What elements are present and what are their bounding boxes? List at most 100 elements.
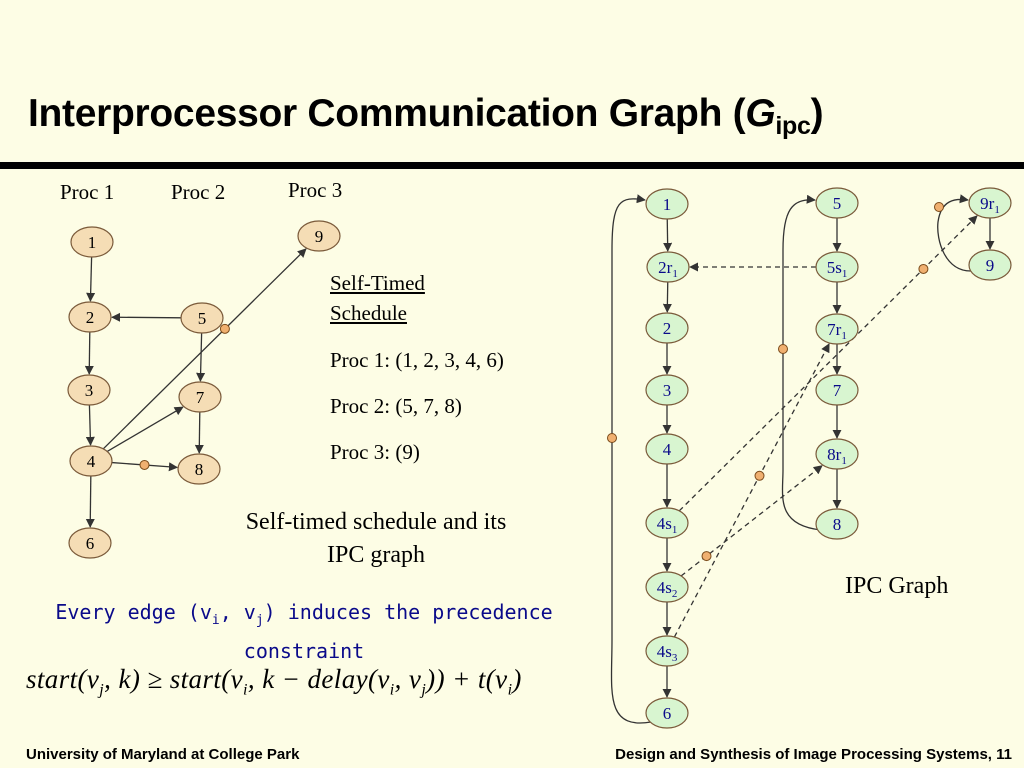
ipc-graph-caption: IPC Graph [845, 573, 949, 599]
precedence-mid: , v [219, 600, 256, 624]
node-ipc-6: 6 [645, 697, 689, 729]
node-label-sub: 1 [842, 268, 848, 280]
precedence-sub-i: i [211, 613, 220, 628]
node-ipc-7: 7 [815, 374, 859, 406]
node-ipc-4: 4 [645, 433, 689, 465]
node-label: 1 [88, 233, 97, 252]
ipc-edge-c4s2-c8r1 [680, 465, 823, 577]
schedule-heading-2: Schedule [330, 301, 407, 325]
sdf-edge-4-6 [85, 475, 95, 528]
node-shape [815, 251, 859, 283]
node-sdf-9: 9 [297, 220, 341, 252]
formula-s5: i [507, 681, 513, 699]
schedule-proc3: Proc 3: (9) [330, 440, 420, 464]
ipc-edge-c4s3-c7r1-delay-token [754, 470, 765, 481]
proc-label-3: Proc 3 [288, 178, 343, 202]
node-ipc-3: 3 [645, 374, 689, 406]
node-sdf-7: 7 [178, 381, 222, 413]
node-ipc-5s1: 5s1 [815, 251, 859, 283]
formula-s4: j [421, 681, 427, 699]
node-shape [69, 445, 113, 477]
node-shape [70, 226, 114, 258]
node-label: 2 [663, 319, 672, 338]
formula-d: , v [394, 664, 422, 694]
node-sdf-5: 5 [180, 302, 224, 334]
node-ipc-8: 8 [815, 508, 859, 540]
node-label-sub: 1 [994, 204, 1000, 216]
node-ipc-2: 2 [645, 312, 689, 344]
node-shape [815, 374, 859, 406]
ipc-loop-proc3-delay-token [934, 202, 944, 212]
node-label-sub: 1 [841, 455, 847, 467]
node-ipc-1: 1 [645, 188, 689, 220]
node-sdf-3: 3 [67, 374, 111, 406]
node-label-sub: 1 [672, 524, 678, 536]
ipc-loop-proc1-delay-token [607, 433, 617, 443]
sdf-edge-4-8-delay-token [139, 459, 150, 470]
precedence-post: ) induces the precedence constraint [243, 600, 553, 663]
title-italic: G [745, 92, 776, 135]
ipc-edge-c4s1-c9r1-delay-token [918, 263, 929, 274]
precedence-pre: Every edge (v [55, 600, 212, 624]
schedule-proc2: Proc 2: (5, 7, 8) [330, 394, 462, 418]
node-shape [646, 251, 690, 283]
node-sdf-8: 8 [177, 453, 221, 485]
node-ipc-2r1: 2r1 [646, 251, 690, 283]
node-ipc-4s2: 4s2 [645, 571, 689, 603]
node-ipc-7r1: 7r1 [815, 313, 859, 345]
sdf-edge-4-9 [102, 248, 307, 450]
ipc-loop-proc2 [781, 194, 822, 531]
ipc-edge-c1-c2r1 [663, 218, 673, 252]
proc-label-2: Proc 2 [171, 180, 226, 204]
node-shape [815, 187, 859, 219]
node-sdf-4: 4 [69, 445, 113, 477]
node-ipc-8r1: 8r1 [815, 438, 859, 470]
sdf-edge-1-2 [86, 256, 96, 302]
node-sdf-2: 2 [68, 301, 112, 333]
node-label: 9 [986, 256, 995, 275]
node-ipc-9: 9 [968, 249, 1012, 281]
node-label: 4 [87, 452, 96, 471]
title-sub: ipc [775, 112, 811, 140]
node-shape [815, 438, 859, 470]
ipc-edge-c4s3-c7r1 [673, 343, 830, 638]
node-label: 6 [86, 534, 95, 553]
footer-left: University of Maryland at College Park [26, 746, 300, 763]
node-sdf-6: 6 [68, 527, 112, 559]
node-label: 4 [663, 440, 672, 459]
node-shape [645, 507, 689, 539]
node-shape [645, 188, 689, 220]
node-ipc-4s3: 4s3 [645, 635, 689, 667]
node-shape [68, 527, 112, 559]
node-shape [645, 312, 689, 344]
node-label: 7 [833, 381, 842, 400]
ipc-loop-proc1 [610, 194, 652, 724]
node-shape [645, 697, 689, 729]
formula-s2: i [243, 681, 248, 699]
sdf-edge-5-7 [196, 332, 206, 382]
page-title: Interprocessor Communication Graph (Gipc… [28, 92, 824, 141]
node-ipc-5: 5 [815, 187, 859, 219]
sdf-edge-7-8 [194, 411, 204, 454]
node-sdf-1: 1 [70, 226, 114, 258]
node-label: 6 [663, 704, 672, 723]
formula-e: )) + t(v [426, 664, 508, 694]
formula-s1: j [99, 681, 105, 699]
ipc-loop-proc2-delay-token [778, 344, 788, 354]
node-ipc-4s1: 4s1 [645, 507, 689, 539]
formula-f: ) [512, 664, 522, 694]
node-shape [67, 374, 111, 406]
node-shape [815, 313, 859, 345]
node-shape [645, 374, 689, 406]
precedence-sub-j: j [255, 613, 264, 628]
ipc-loop-proc3 [937, 194, 973, 272]
sdf-edge-3-4 [85, 404, 95, 446]
node-label: 3 [663, 381, 672, 400]
node-label: 3 [85, 381, 94, 400]
schedule-heading-1: Self-Timed [330, 271, 425, 295]
node-label: 5 [198, 309, 207, 328]
node-shape [968, 249, 1012, 281]
node-label: 9 [315, 227, 324, 246]
schedule-proc1: Proc 1: (1, 2, 3, 4, 6) [330, 348, 504, 372]
